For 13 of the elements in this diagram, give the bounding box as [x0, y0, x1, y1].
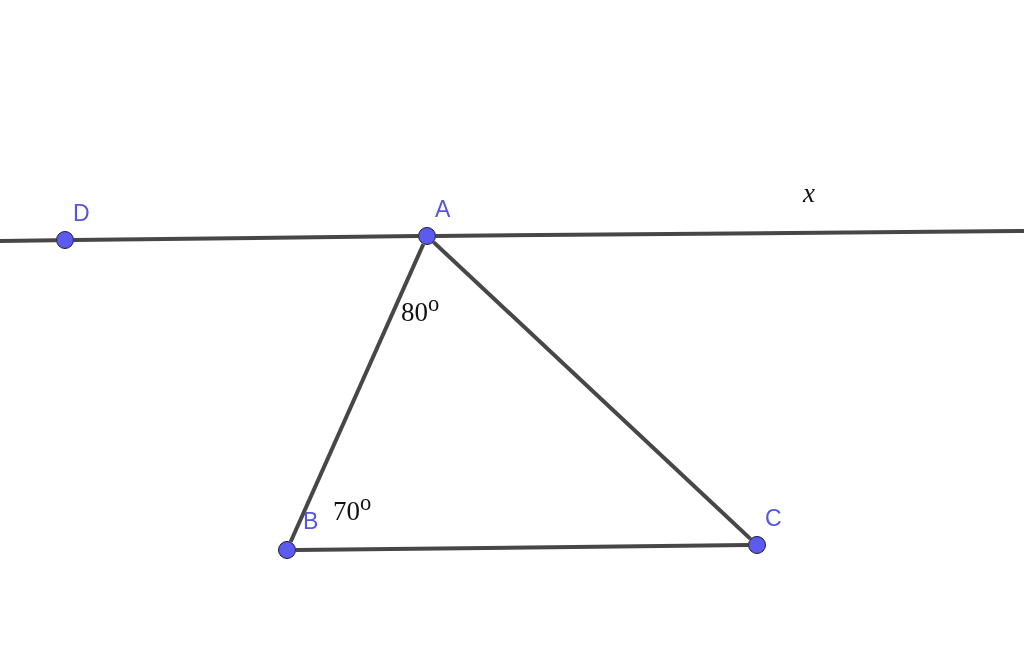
point-label: D [73, 202, 90, 225]
line [0, 238, 57, 243]
line [436, 229, 1024, 238]
point-label: A [435, 198, 451, 221]
point-label: B [303, 510, 319, 533]
line-segment [288, 243, 426, 543]
point-label: C [765, 507, 782, 530]
variable-label: x [803, 180, 815, 207]
angle-label: 70$^{o}$ [333, 492, 372, 525]
line-segment [432, 240, 752, 541]
line-segment [295, 543, 749, 552]
angle-label: 80$^{o}$ [401, 293, 440, 326]
line-segment [73, 234, 419, 242]
